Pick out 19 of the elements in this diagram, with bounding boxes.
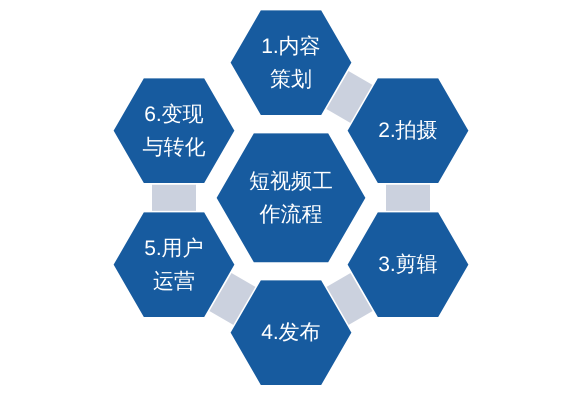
step-hexagon [346,211,470,319]
step-hexagon [112,77,236,185]
step-hexagon [346,77,470,185]
connector-band [386,184,430,212]
connector-band [326,272,373,326]
step-label: 6.变现与转化 [141,102,206,161]
connector-band [209,272,256,326]
step-label: 1.内容策划 [260,34,322,93]
connector-band [326,70,373,124]
step-hexagon [229,279,353,387]
step-hexagon [229,9,353,117]
step-label: 5.用户运营 [143,236,205,295]
center-label: 短视频工作流程 [248,168,334,228]
step-label: 2.拍摄 [378,118,438,144]
connector-band [152,184,196,212]
step-label: 4.发布 [261,320,321,346]
step-label: 3.剪辑 [378,252,438,278]
step-hexagon [112,211,236,319]
center-hexagon [215,132,367,264]
